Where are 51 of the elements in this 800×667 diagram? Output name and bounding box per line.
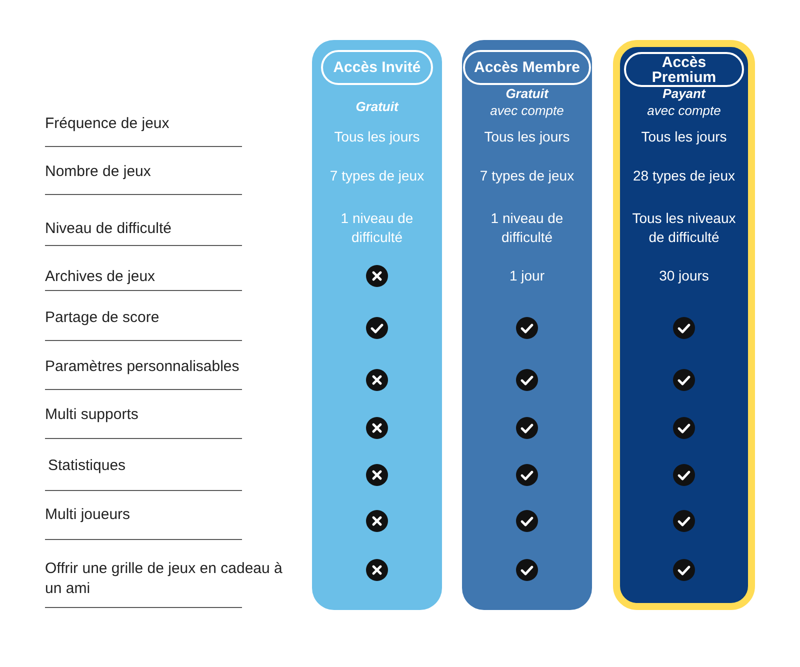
plan-title: Accès Invité	[321, 50, 433, 85]
account-note: avec compte	[646, 102, 722, 119]
cell-value: Tous les jours	[318, 128, 436, 146]
cross-icon	[366, 417, 388, 439]
check-icon	[516, 417, 538, 439]
row-label: Partage de score	[45, 308, 160, 328]
cross-icon	[366, 369, 388, 391]
row-label: Multi joueurs	[45, 505, 132, 525]
check-icon	[516, 369, 538, 391]
cell-value: Tous les niveaux de difficulté	[625, 209, 743, 247]
cell-value: 28 types de jeux	[625, 166, 743, 186]
price-label: Gratuit	[354, 98, 400, 115]
price-label: Payant	[662, 85, 707, 102]
cell-value: 7 types de jeux	[468, 166, 586, 186]
cell-value: 1 jour	[468, 266, 586, 286]
row-label: Niveau de difficulté	[45, 219, 172, 239]
check-icon	[516, 317, 538, 339]
cell-value: 1 niveau de difficulté	[318, 209, 436, 247]
cell-value: Tous les jours	[625, 128, 743, 146]
plan-column	[462, 40, 592, 610]
check-icon	[673, 369, 695, 391]
check-icon	[366, 317, 388, 339]
plan-title: Accès Membre	[463, 50, 591, 85]
row-label: Fréquence de jeux	[45, 114, 170, 134]
cell-value: 30 jours	[625, 266, 743, 286]
plan-title: Accès Premium	[624, 52, 744, 87]
cross-icon	[366, 510, 388, 532]
row-label: Archives de jeux	[45, 267, 156, 287]
price-label: Gratuit	[504, 85, 550, 102]
cross-icon	[366, 265, 388, 287]
check-icon	[673, 559, 695, 581]
cell-value: 1 niveau de difficulté	[468, 209, 586, 247]
account-note: avec compte	[489, 102, 565, 119]
cross-icon	[366, 464, 388, 486]
check-icon	[673, 317, 695, 339]
row-label: Offrir une grille de jeux en cadeau à un ami	[45, 559, 284, 599]
row-label: Paramètres personnalisables	[45, 357, 240, 377]
check-icon	[673, 510, 695, 532]
plan-column	[613, 40, 755, 610]
check-icon	[516, 559, 538, 581]
cross-icon	[366, 559, 388, 581]
cell-value: 7 types de jeux	[318, 166, 436, 186]
check-icon	[673, 464, 695, 486]
check-icon	[673, 417, 695, 439]
cell-value: Tous les jours	[468, 128, 586, 146]
check-icon	[516, 464, 538, 486]
row-label: Multi supports	[45, 405, 140, 425]
row-label: Statistiques	[48, 456, 127, 476]
plan-column	[312, 40, 442, 610]
row-label: Nombre de jeux	[45, 162, 152, 182]
check-icon	[516, 510, 538, 532]
